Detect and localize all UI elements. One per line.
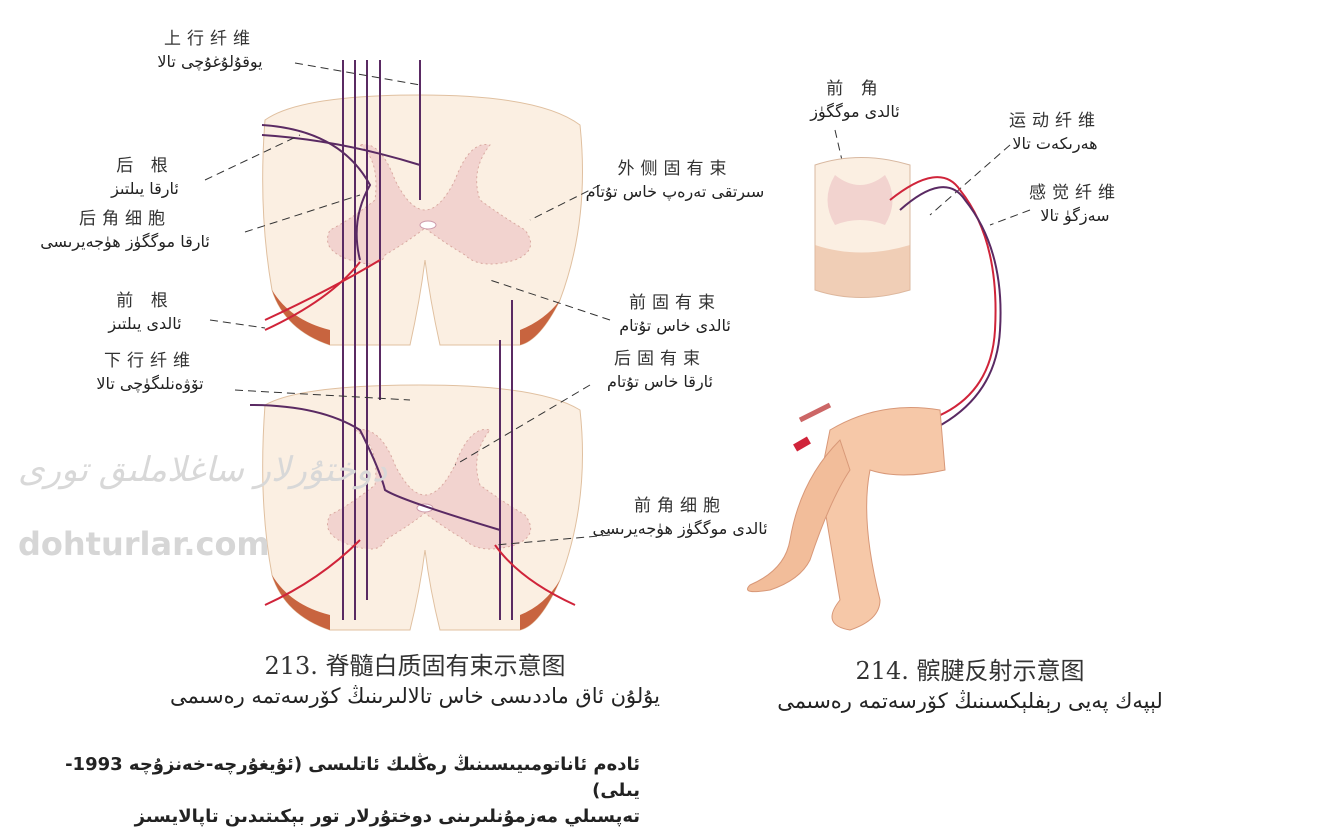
- spinal-cord-upper-segment: [262, 94, 583, 346]
- label-posterior-root: 后 根 ئارقا يىلتىز: [111, 156, 179, 198]
- label-descending-fibers: 下行纤维 تۆۋەنلىگۈچى تالا: [96, 351, 204, 393]
- watermark-script: دوختۇرلار ساغلاملىق تورى: [18, 450, 388, 490]
- figure-214-caption: 214. 髌腱反射示意图 لېپەك پەيى رېفلېكسىنىڭ كۆرس…: [777, 657, 1163, 714]
- spinal-cord-lower-segment: [262, 384, 583, 631]
- label-posterior-horn-cell: 后角细胞 ئارقا موگگۈز ھۈجەيرىسى: [40, 209, 210, 251]
- label-anterior-root: 前 根 ئالدى يىلتىز: [108, 291, 182, 333]
- source-footer: ئادەم ئاناتومىيىسىنىڭ رەڭلىك ئاتلىسى (ئۇ…: [65, 754, 640, 828]
- reflex-spinal-cord: [814, 157, 1002, 451]
- label-anterior-horn: 前 角 ئالدى موگگۈز: [810, 79, 900, 121]
- label-motor-fibers: 运动纤维 ھەرىكەت تالا: [1009, 111, 1101, 153]
- figure-213-caption: 213. 脊髓白质固有束示意图 يۇلۇن ئاق ماددىسى خاس تا…: [170, 652, 660, 709]
- label-sensory-fibers: 感觉纤维 سەزگۈ تالا: [1029, 183, 1121, 225]
- leg-illustration: [747, 402, 946, 631]
- label-posterior-proper-fasciculus: 后固有束 ئارقا خاس تۇتام: [607, 349, 713, 391]
- label-lateral-proper-fasciculus: 外侧固有束 سىرتقى تەرەپ خاس تۇتام: [585, 159, 765, 201]
- label-anterior-proper-fasciculus: 前固有束 ئالدى خاس تۇتام: [619, 293, 731, 335]
- label-ascending-fibers: 上行纤维 يوقۇلۇغۇچى تالا: [157, 29, 263, 71]
- label-anterior-horn-cell: 前角细胞 ئالدى موگگۈز ھۈجەيرىسى: [592, 496, 768, 538]
- watermark-site: dohturlar.com: [18, 525, 270, 563]
